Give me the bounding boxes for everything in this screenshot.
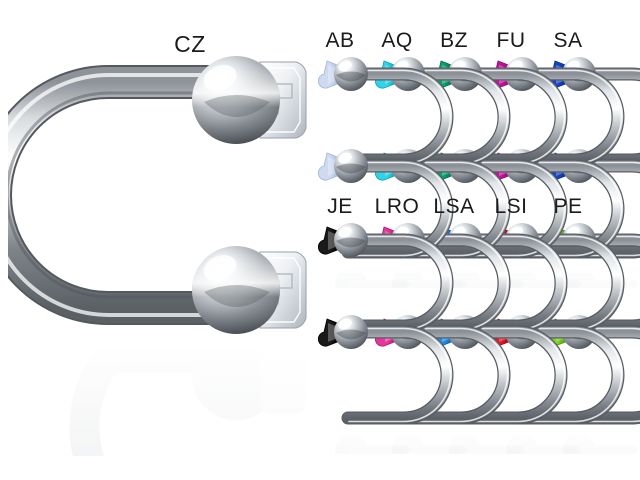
variant-barbell-je-lower[interactable] [318, 310, 468, 440]
variant-label-lro: LRO [374, 195, 420, 218]
variant-label-je: JE [327, 195, 353, 218]
variant-label-fu: FU [496, 29, 526, 52]
variant-label-lsi: LSI [494, 195, 528, 218]
variant-label-bz: BZ [440, 29, 468, 52]
hero-circular-barbell [8, 40, 308, 350]
hero-variant-label: CZ [174, 31, 206, 57]
variant-label-aq: AQ [381, 29, 413, 52]
variant-barbell-je-upper[interactable] [318, 218, 468, 348]
variant-barbell-ab-upper[interactable] [318, 52, 468, 182]
variant-label-pe: PE [553, 195, 583, 218]
variant-label-ab: AB [325, 29, 355, 52]
hero-reflection [8, 332, 308, 480]
variant-label-lsa: LSA [433, 195, 475, 218]
variant-label-sa: SA [553, 29, 583, 52]
hero-ball-bottom [192, 246, 307, 334]
hero-ball-top [192, 56, 307, 144]
